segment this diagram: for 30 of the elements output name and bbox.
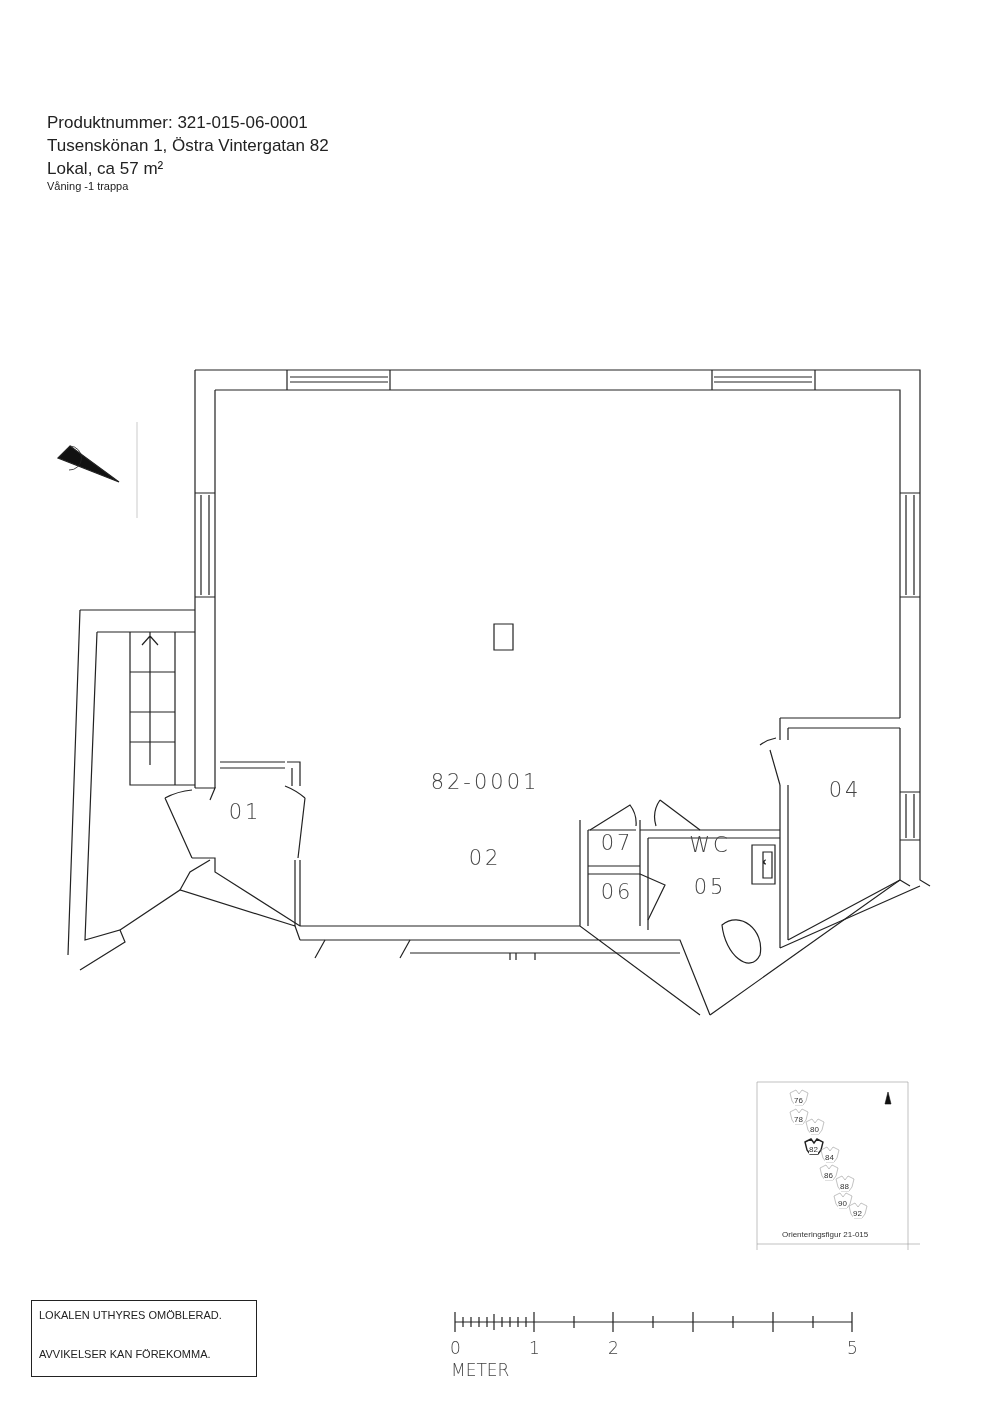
room-label: 06 <box>600 880 634 904</box>
scale-number: 2 <box>608 1338 619 1358</box>
building-number: 82 <box>809 1146 818 1154</box>
room-label: 05 <box>693 875 727 899</box>
header-text: Tusenskönan 1, Östra Vintergatan 82 <box>47 136 329 156</box>
scale-number: 1 <box>529 1338 540 1358</box>
key-map-caption: Orienteringsfigur 21-015 <box>782 1231 869 1239</box>
room-label: 02 <box>468 846 502 870</box>
header-text: Produktnummer: 321-015-06-0001 <box>47 113 308 133</box>
header-text: Våning -1 trappa <box>47 180 129 192</box>
building-number: 88 <box>840 1183 849 1191</box>
building-number: 84 <box>825 1154 834 1162</box>
building-number: 80 <box>810 1126 819 1134</box>
scale-number: 0 <box>450 1338 461 1358</box>
scale-unit: METER <box>451 1360 510 1380</box>
room-label: 01 <box>228 800 262 824</box>
room-label: 07 <box>600 831 634 855</box>
building-number: 90 <box>838 1200 847 1208</box>
building-number: 86 <box>824 1172 833 1180</box>
header-text: Lokal, ca 57 m² <box>47 159 164 179</box>
note-text: AVVIKELSER KAN FÖREKOMMA. <box>39 1348 211 1360</box>
note-text: LOKALEN UTHYRES OMÖBLERAD. <box>39 1309 222 1321</box>
scale-number: 5 <box>847 1338 858 1358</box>
building-number: 78 <box>794 1116 803 1124</box>
note-box <box>31 1300 257 1377</box>
building-number: 76 <box>794 1097 803 1105</box>
building-number: 92 <box>853 1210 862 1218</box>
room-label: 82-0001 <box>430 770 540 794</box>
room-label: WC <box>689 833 731 857</box>
room-label: 04 <box>828 778 862 802</box>
